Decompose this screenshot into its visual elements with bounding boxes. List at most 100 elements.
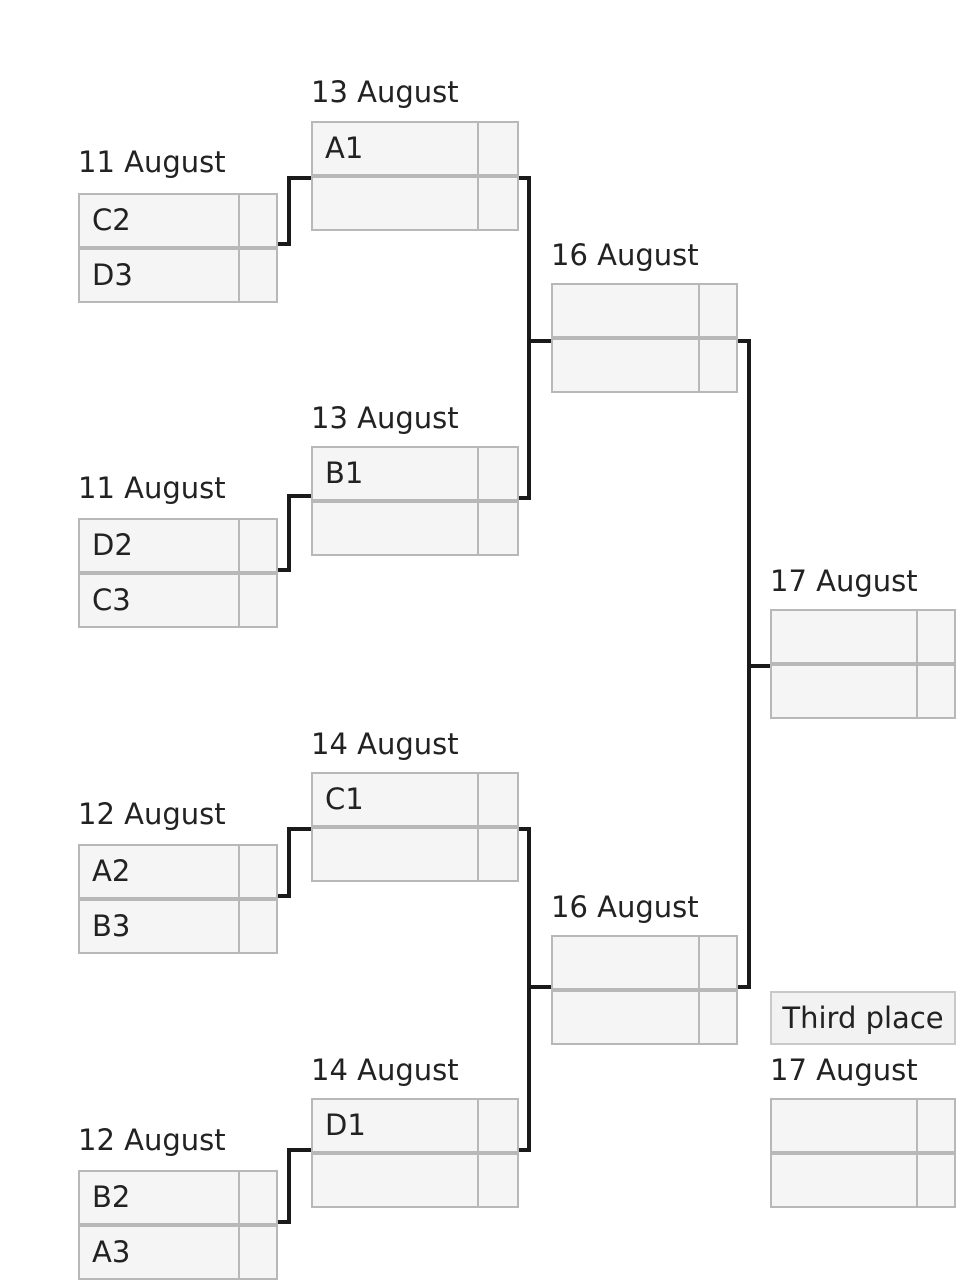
round1-match2: D2 C3 bbox=[78, 518, 278, 628]
third-place-match bbox=[770, 1098, 956, 1208]
round1-match3: A2 B3 bbox=[78, 844, 278, 954]
score-cell bbox=[698, 937, 736, 988]
team-slot: C1 bbox=[311, 772, 519, 827]
score-cell bbox=[238, 1172, 276, 1223]
team-slot bbox=[770, 664, 956, 719]
team-slot bbox=[551, 338, 738, 393]
team-name: A2 bbox=[92, 854, 131, 888]
score-cell bbox=[238, 520, 276, 571]
connector-line bbox=[287, 827, 311, 831]
round1-match4: B2 A3 bbox=[78, 1170, 278, 1280]
round1-match1: C2 D3 bbox=[78, 193, 278, 303]
team-slot bbox=[311, 1153, 519, 1208]
team-name: C3 bbox=[92, 583, 131, 617]
score-cell bbox=[698, 992, 736, 1043]
connector-line bbox=[747, 664, 770, 668]
team-name: D2 bbox=[92, 528, 133, 562]
team-name: D1 bbox=[325, 1108, 366, 1142]
connector-line bbox=[527, 827, 531, 1152]
connector-line bbox=[278, 568, 291, 572]
team-slot bbox=[311, 827, 519, 882]
semifinal1 bbox=[551, 283, 738, 393]
connector-line bbox=[527, 985, 551, 989]
connector-line bbox=[738, 339, 751, 343]
team-name: D3 bbox=[92, 258, 133, 292]
team-name: B1 bbox=[325, 456, 364, 490]
quarterfinal1-date: 13 August bbox=[311, 75, 459, 109]
connector-line bbox=[287, 494, 311, 498]
connector-line bbox=[287, 494, 291, 572]
team-slot: C3 bbox=[78, 573, 278, 628]
score-cell bbox=[477, 178, 517, 229]
connector-line bbox=[278, 894, 291, 898]
score-cell bbox=[238, 575, 276, 626]
team-slot: A3 bbox=[78, 1225, 278, 1280]
connector-line bbox=[519, 496, 531, 500]
team-slot: B2 bbox=[78, 1170, 278, 1225]
round1-match3-date: 12 August bbox=[78, 797, 226, 831]
team-slot bbox=[770, 609, 956, 664]
score-cell bbox=[238, 195, 276, 246]
team-slot bbox=[770, 1098, 956, 1153]
score-cell bbox=[238, 1227, 276, 1278]
connector-line bbox=[287, 176, 291, 246]
final-match bbox=[770, 609, 956, 719]
connector-line bbox=[527, 176, 531, 500]
quarterfinal4-date: 14 August bbox=[311, 1053, 459, 1087]
team-slot bbox=[551, 935, 738, 990]
score-cell bbox=[238, 250, 276, 301]
score-cell bbox=[916, 666, 954, 717]
team-slot: D3 bbox=[78, 248, 278, 303]
connector-line bbox=[287, 1148, 311, 1152]
connector-line bbox=[287, 827, 291, 898]
score-cell bbox=[477, 503, 517, 554]
team-slot bbox=[311, 176, 519, 231]
team-name: A3 bbox=[92, 1235, 131, 1269]
score-cell bbox=[698, 285, 736, 336]
final-date: 17 August bbox=[770, 564, 918, 598]
score-cell bbox=[477, 1155, 517, 1206]
semifinal2 bbox=[551, 935, 738, 1045]
quarterfinal1: A1 bbox=[311, 121, 519, 231]
third-place-date: 17 August bbox=[770, 1053, 918, 1087]
round1-match4-date: 12 August bbox=[78, 1123, 226, 1157]
team-slot: C2 bbox=[78, 193, 278, 248]
team-slot: A2 bbox=[78, 844, 278, 899]
team-slot bbox=[770, 1153, 956, 1208]
team-name: C2 bbox=[92, 203, 131, 237]
connector-line bbox=[519, 1148, 531, 1152]
score-cell bbox=[916, 611, 954, 662]
connector-line bbox=[519, 176, 531, 180]
score-cell bbox=[916, 1100, 954, 1151]
quarterfinal2-date: 13 August bbox=[311, 401, 459, 435]
round1-match1-date: 11 August bbox=[78, 145, 226, 179]
connector-line bbox=[527, 339, 551, 343]
team-name: B3 bbox=[92, 909, 131, 943]
connector-line bbox=[287, 176, 311, 180]
team-slot bbox=[551, 283, 738, 338]
third-place-header: Third place bbox=[770, 991, 956, 1045]
score-cell bbox=[477, 774, 517, 825]
team-slot: A1 bbox=[311, 121, 519, 176]
quarterfinal3: C1 bbox=[311, 772, 519, 882]
connector-line bbox=[278, 1220, 291, 1224]
team-slot bbox=[311, 501, 519, 556]
team-slot bbox=[551, 990, 738, 1045]
quarterfinal4: D1 bbox=[311, 1098, 519, 1208]
semifinal2-date: 16 August bbox=[551, 890, 699, 924]
semifinal1-date: 16 August bbox=[551, 238, 699, 272]
connector-line bbox=[278, 242, 291, 246]
connector-line bbox=[519, 827, 531, 831]
team-name: C1 bbox=[325, 782, 364, 816]
score-cell bbox=[477, 448, 517, 499]
score-cell bbox=[698, 340, 736, 391]
connector-line bbox=[287, 1148, 291, 1224]
score-cell bbox=[477, 1100, 517, 1151]
score-cell bbox=[477, 829, 517, 880]
team-name: A1 bbox=[325, 131, 364, 165]
quarterfinal2: B1 bbox=[311, 446, 519, 556]
team-slot: D1 bbox=[311, 1098, 519, 1153]
score-cell bbox=[238, 901, 276, 952]
team-slot: B1 bbox=[311, 446, 519, 501]
